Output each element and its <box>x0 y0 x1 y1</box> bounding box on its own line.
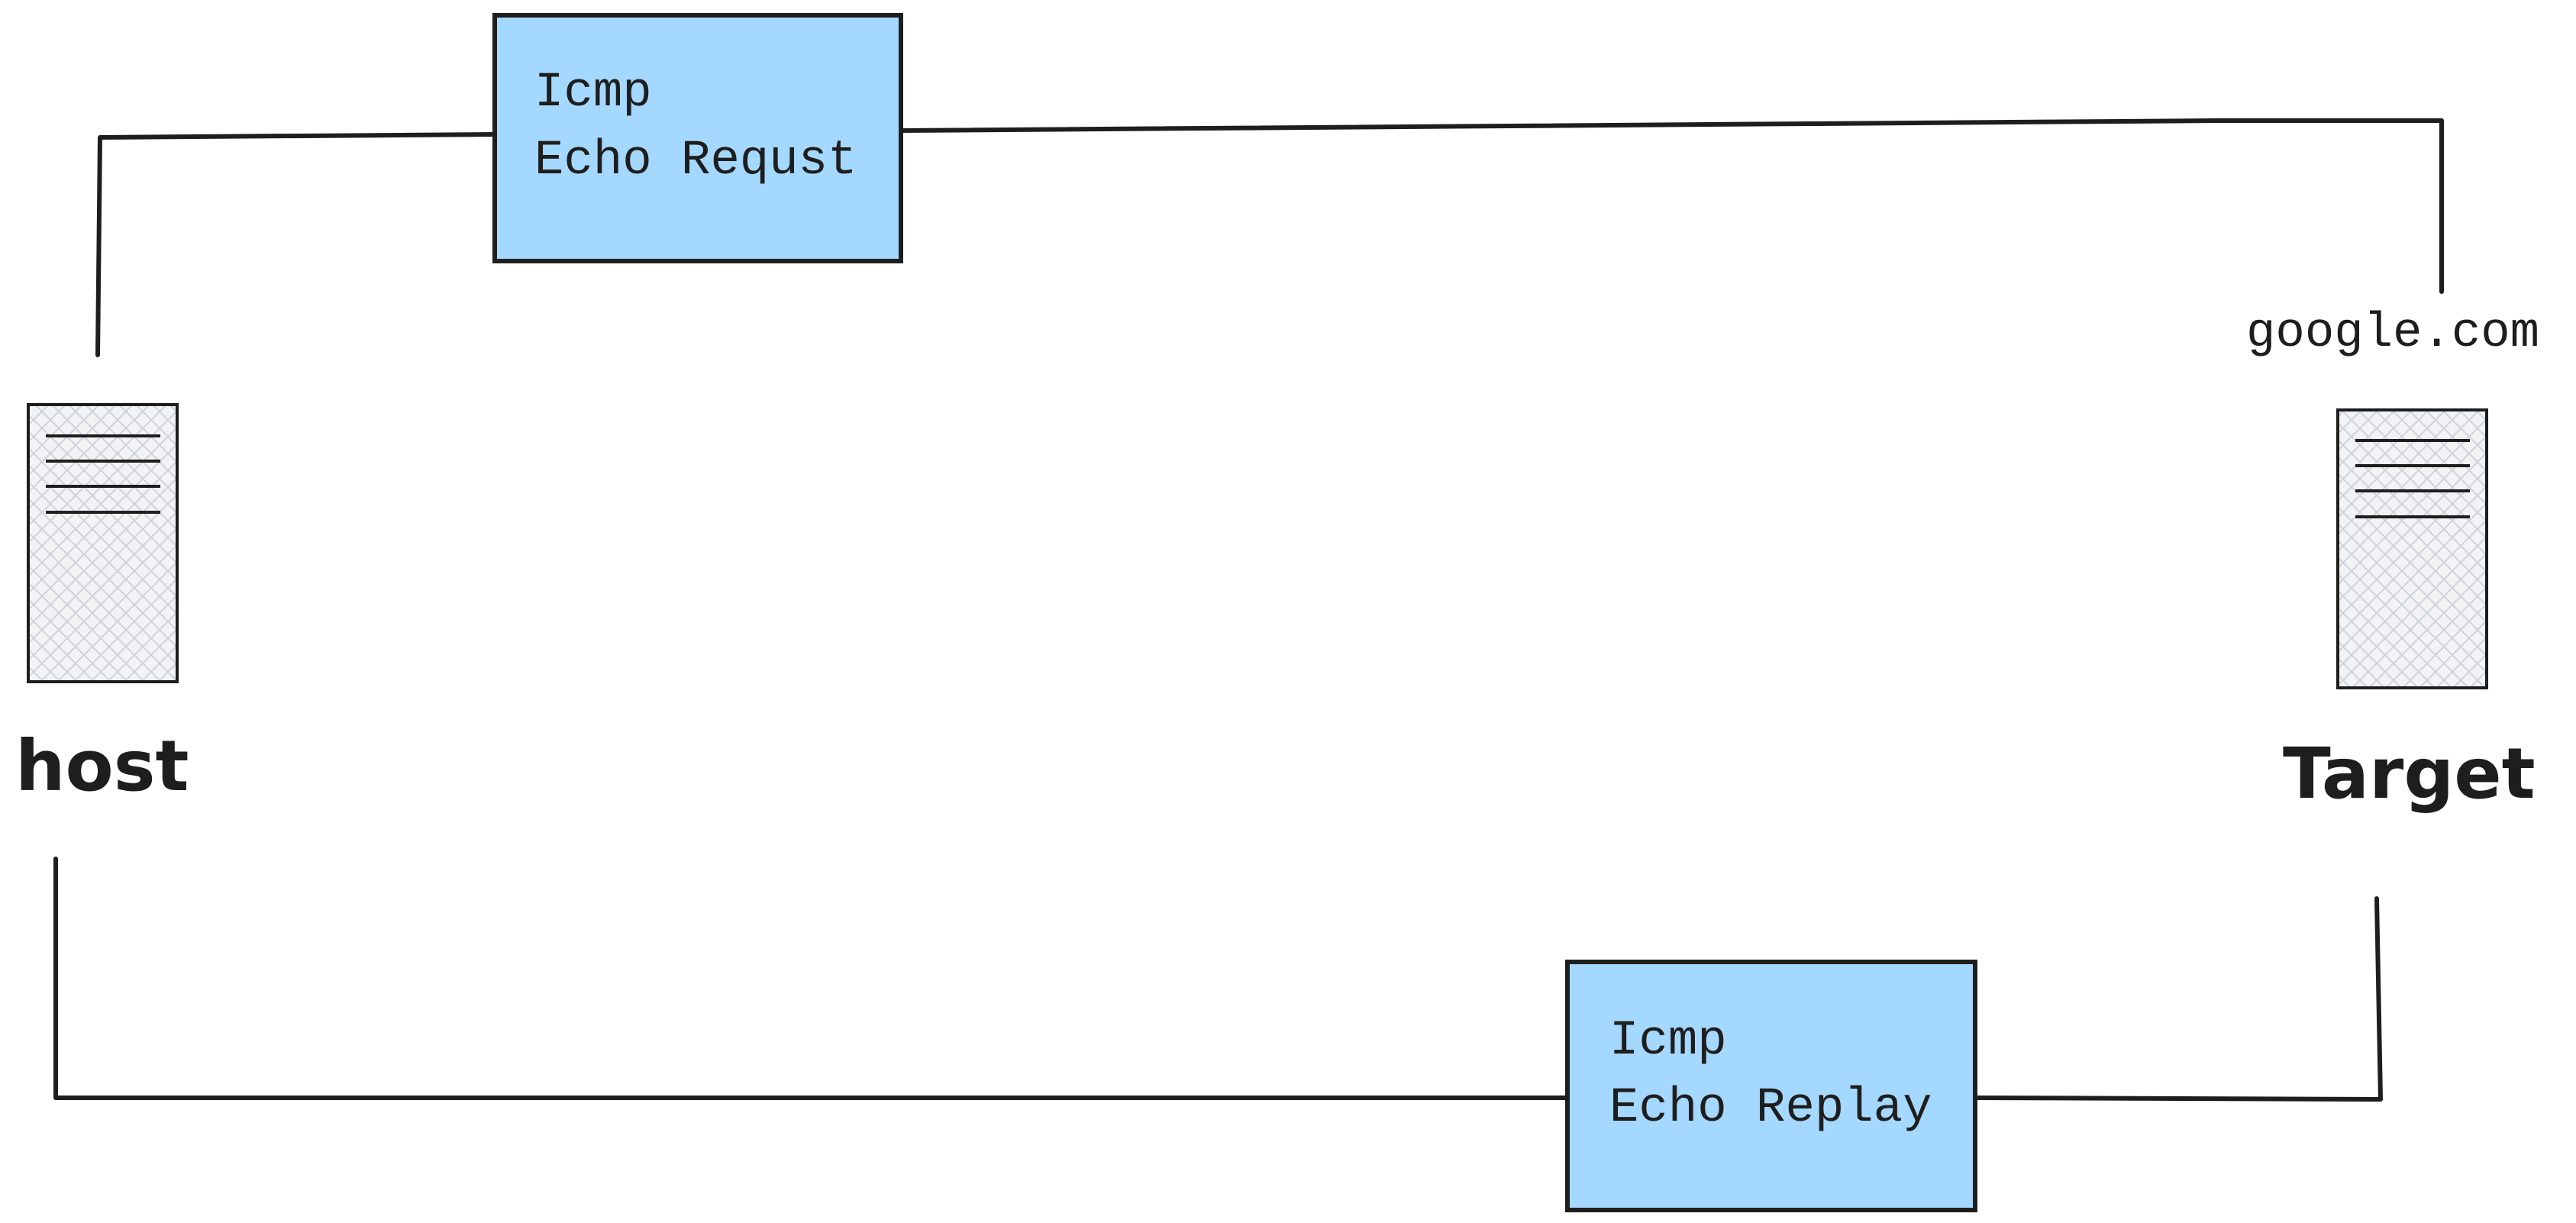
echo-reply-line1: Icmp <box>1609 1014 1727 1069</box>
host-label: host <box>15 725 189 807</box>
reply-path-left <box>53 857 1570 1100</box>
request-path-right <box>899 118 2444 294</box>
echo-reply-box: Icmp Echo Replay <box>1565 960 1977 1212</box>
request-path-left <box>95 132 497 357</box>
echo-request-line2: Echo Requst <box>534 134 857 189</box>
target-label: Target <box>2283 733 2536 815</box>
reply-path-right <box>1973 896 2383 1102</box>
echo-reply-line2: Echo Replay <box>1609 1081 1932 1136</box>
echo-request-box: Icmp Echo Requst <box>492 13 903 263</box>
echo-request-line1: Icmp <box>534 66 652 121</box>
target-hostname-label: google.com <box>2246 306 2539 361</box>
target-server-icon <box>2336 408 2488 689</box>
host-server-icon <box>27 403 179 683</box>
